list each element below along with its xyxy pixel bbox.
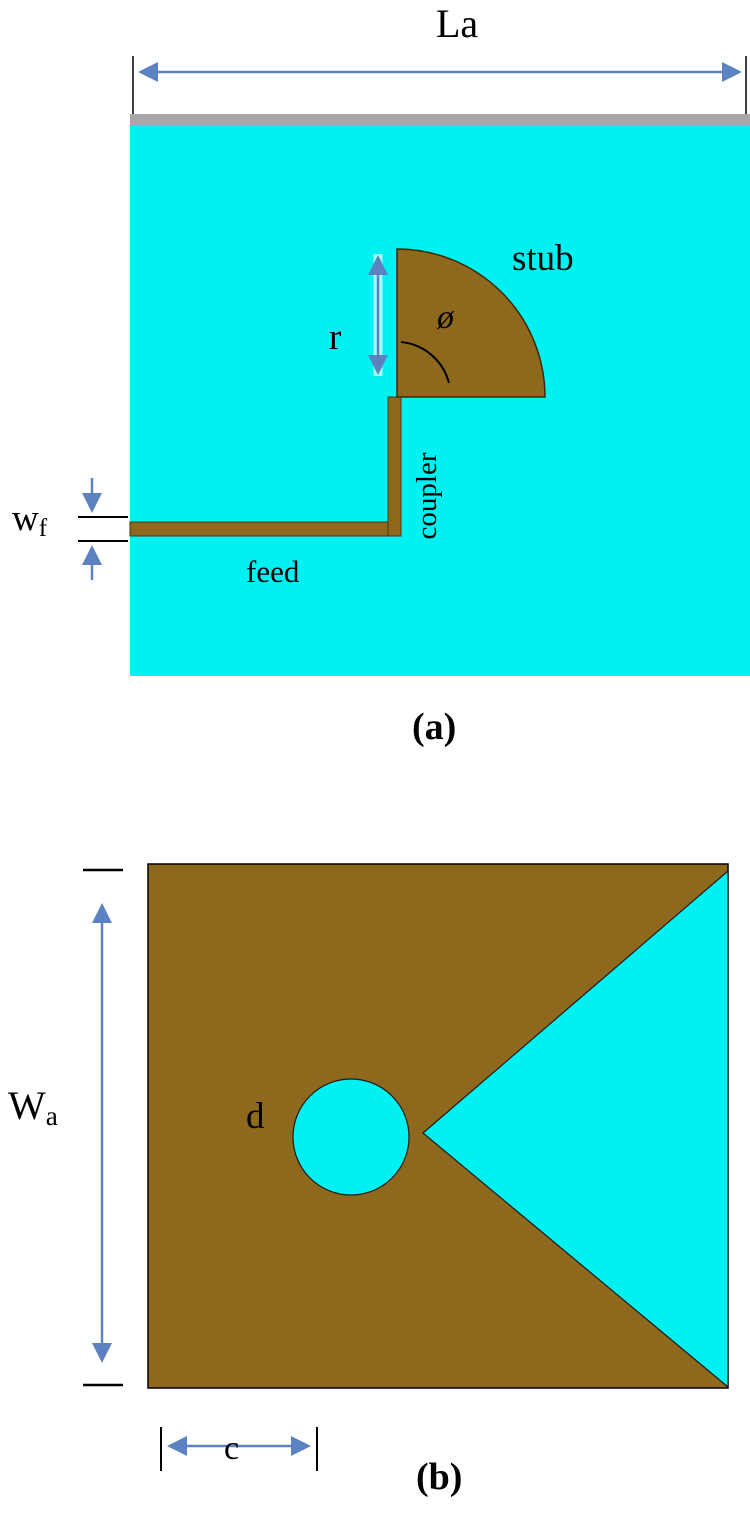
feed-line	[129, 521, 393, 537]
c-label: c	[224, 1430, 240, 1467]
ground-strip	[130, 114, 750, 125]
wa-label-sub: a	[45, 1100, 58, 1131]
coupler-label: coupler	[411, 452, 443, 540]
tapered-slot	[422, 869, 729, 1389]
wa-label-main: W	[8, 1083, 46, 1128]
stub-quarter-circle	[396, 248, 546, 398]
caption-b: (b)	[416, 1456, 463, 1498]
wf-label: wf	[12, 498, 47, 541]
feed-label: feed	[246, 554, 300, 589]
wa-label: Wa	[8, 1083, 58, 1130]
la-label: La	[436, 1, 479, 46]
phi-angle-arc	[400, 341, 450, 384]
wf-label-sub: f	[38, 514, 48, 542]
substrate-a	[130, 125, 750, 676]
r-label: r	[329, 317, 342, 358]
caption-a: (a)	[412, 706, 457, 748]
phi-angle-label: ø	[437, 299, 454, 336]
wf-label-main: w	[12, 498, 39, 539]
d-label: d	[246, 1096, 265, 1137]
stub-label: stub	[512, 238, 574, 279]
circular-cavity	[292, 1078, 410, 1196]
coupler-strip	[387, 396, 402, 537]
